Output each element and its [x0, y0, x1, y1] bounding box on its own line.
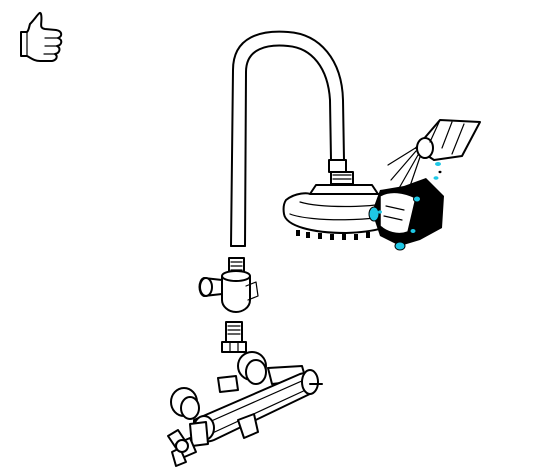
water-drops — [434, 162, 442, 180]
connector-nut — [222, 322, 246, 352]
gloved-hand-cleaning — [372, 178, 444, 246]
thermostatic-mixer — [168, 352, 322, 466]
diverter-valve — [200, 258, 259, 312]
cleaning-bottle — [416, 120, 480, 160]
thumbs-up-icon — [21, 13, 61, 61]
